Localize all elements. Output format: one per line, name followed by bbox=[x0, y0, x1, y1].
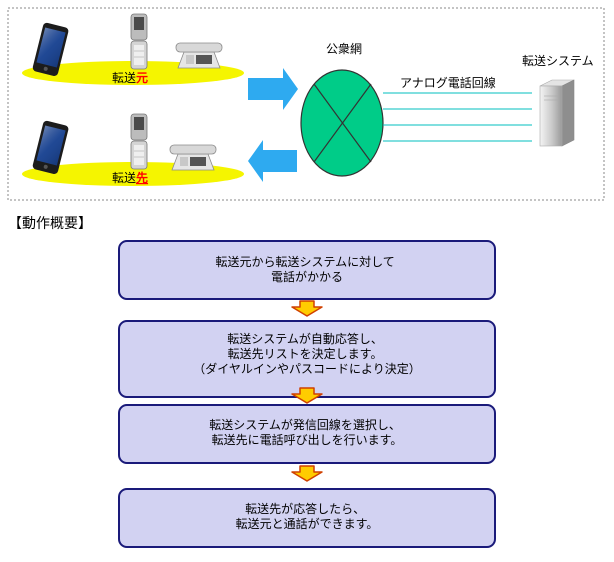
destination-group: 転送先 bbox=[22, 113, 244, 186]
overview-title: 【動作概要】 bbox=[8, 216, 92, 232]
step-box bbox=[118, 488, 496, 548]
down-arrow-icon bbox=[291, 387, 323, 404]
server-icon bbox=[539, 79, 575, 147]
down-arrow-icon bbox=[291, 300, 323, 317]
smartphone-icon bbox=[32, 120, 69, 174]
step-2: 転送システムが自動応答し、 転送先リストを決定します。 （ダイヤルインやパスコー… bbox=[118, 320, 496, 398]
public-network: 公衆網 bbox=[300, 42, 384, 177]
down-arrow-icon bbox=[291, 465, 323, 482]
smartphone-icon bbox=[32, 22, 69, 76]
destination-label: 転送先 bbox=[112, 170, 148, 185]
step-box bbox=[118, 404, 496, 464]
network-frame bbox=[7, 7, 605, 201]
step-text: 転送元から転送システムに対して 電話がかかる bbox=[215, 254, 398, 284]
system-label: 転送システム bbox=[522, 53, 594, 68]
outgoing-arrow bbox=[248, 140, 297, 182]
step-1: 転送元から転送システムに対して 電話がかかる bbox=[118, 240, 496, 300]
step-box bbox=[118, 240, 496, 300]
public-network-label: 公衆網 bbox=[326, 42, 362, 56]
step-4: 転送先が応答したら、 転送元と通話ができます。 bbox=[118, 488, 496, 548]
desk-phone-icon bbox=[169, 144, 217, 171]
analog-line-label: アナログ電話回線 bbox=[400, 75, 496, 90]
analog-lines: アナログ電話回線 bbox=[383, 75, 532, 142]
incoming-arrow bbox=[248, 68, 298, 110]
step-text: 転送システムが発信回線を選択し、 転送先に電話呼び出しを行います。 bbox=[209, 417, 404, 447]
step-text: 転送システムが自動応答し、 転送先リストを決定します。 （ダイヤルインやパスコー… bbox=[193, 331, 420, 376]
flip-phone-icon bbox=[130, 13, 148, 70]
step-3: 転送システムが発信回線を選択し、 転送先に電話呼び出しを行います。 bbox=[118, 404, 496, 464]
transfer-system: 転送システム bbox=[522, 53, 594, 147]
source-label: 転送元 bbox=[112, 70, 148, 85]
flip-phone-icon bbox=[130, 113, 148, 170]
step-text: 転送先が応答したら、 転送元と通話ができます。 bbox=[236, 501, 379, 531]
desk-phone-icon bbox=[175, 42, 223, 69]
source-group: 転送元 bbox=[22, 13, 244, 85]
